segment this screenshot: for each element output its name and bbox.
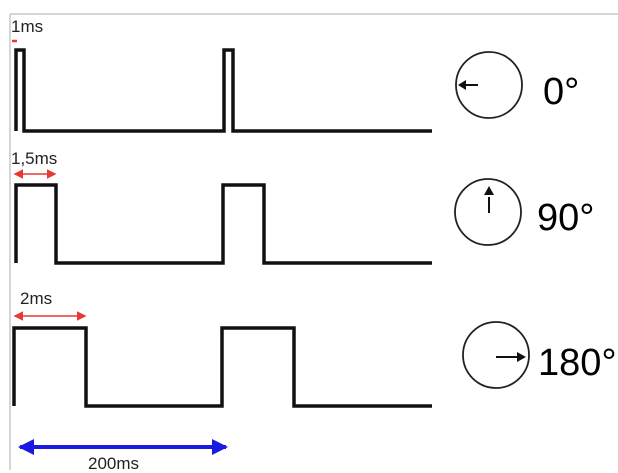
- signal-waveform-1-5ms: [14, 183, 432, 265]
- dial-pointer-up-icon: [484, 186, 494, 213]
- pulse-label-1-5ms: 1,5ms: [11, 149, 58, 168]
- dial-pointer-left-icon: [458, 80, 478, 90]
- signal-waveform-1ms: [14, 48, 432, 133]
- pulse-label-2ms: 2ms: [20, 289, 53, 308]
- servo-dial-180: [462, 321, 530, 389]
- servo-dial-0: [455, 51, 523, 119]
- signal-waveform-2ms: [12, 326, 432, 408]
- period-label: 200ms: [88, 454, 140, 473]
- servo-dial-90: [454, 178, 522, 246]
- angle-label-0: 0°: [543, 71, 580, 113]
- pulse-label-1ms: 1ms: [11, 17, 44, 36]
- dial-pointer-right-icon: [496, 352, 526, 362]
- angle-label-180: 180°: [538, 342, 617, 384]
- angle-label-90: 90°: [537, 197, 595, 239]
